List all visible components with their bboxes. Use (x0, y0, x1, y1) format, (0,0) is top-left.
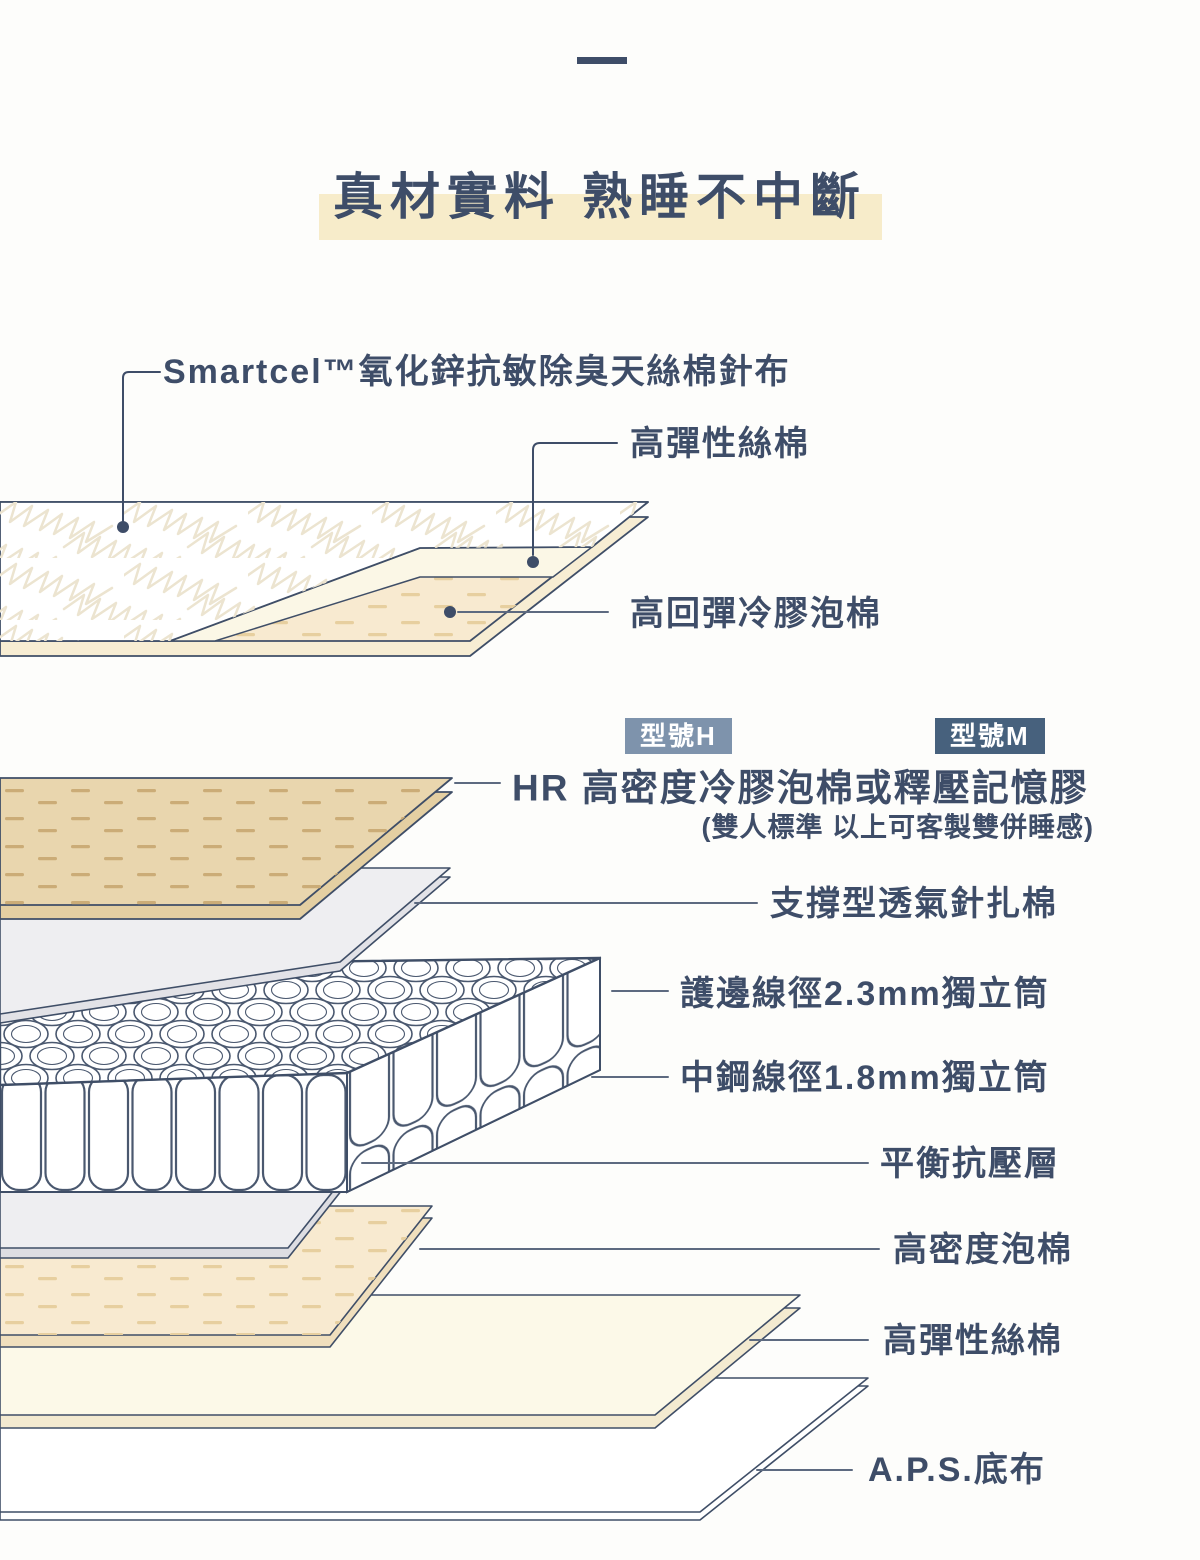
label-balance-layer: 平衡抗壓層 (880, 1145, 1060, 1183)
leader-lines (122, 371, 880, 1471)
label-silk-cotton-bottom: 高彈性絲棉 (883, 1322, 1063, 1360)
badge-model-h: 型號H (625, 718, 732, 754)
label-edge-coil: 護邊線徑2.3mm獨立筒 (680, 975, 1050, 1013)
label-hr-foam-subtext: (雙人標準 以上可客製雙併睡感) (701, 812, 1094, 843)
title-highlight-band (319, 194, 882, 240)
badge-model-m: 型號M (935, 718, 1045, 754)
quilted-topper-illustration (0, 501, 649, 657)
hr-foam-layer (0, 777, 453, 920)
leader-dots (117, 521, 539, 618)
label-support-cotton: 支撐型透氣針扎棉 (770, 885, 1058, 923)
label-hr-foam: HR 高密度冷膠泡棉或釋壓記憶膠 (512, 767, 1089, 809)
label-density-foam: 高密度泡棉 (893, 1231, 1073, 1269)
label-silk-cotton-top: 高彈性絲棉 (630, 425, 810, 463)
section-dash (577, 57, 627, 64)
label-cold-foam: 高回彈冷膠泡棉 (630, 595, 882, 633)
label-aps-fabric: A.P.S.底布 (868, 1451, 1046, 1489)
label-smartcel-fabric: Smartcel™氧化鋅抗敏除臭天絲棉針布 (163, 353, 791, 391)
label-center-coil: 中鋼線徑1.8mm獨立筒 (680, 1059, 1050, 1097)
page-title: 真材實料 熟睡不中斷 (333, 169, 867, 225)
